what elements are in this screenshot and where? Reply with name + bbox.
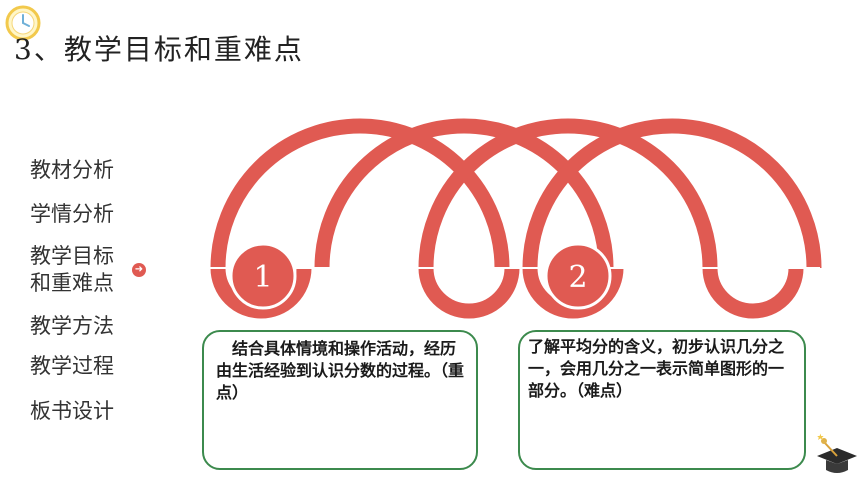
graduation-cap-icon	[817, 433, 857, 473]
arc-2	[314, 118, 614, 269]
nav-item-student-analysis[interactable]: 学情分析	[30, 202, 114, 226]
section-nav: 教材分析 学情分析 教学目标和重难点 ➜ 教学方法 教学过程 板书设计	[0, 0, 200, 484]
goal-text-1: 结合具体情境和操作活动，经历由生活经验到认识分数的过程。（重点）	[216, 339, 465, 402]
loop-right	[702, 267, 804, 319]
nav-item-methods[interactable]: 教学方法	[30, 314, 114, 338]
goal-card-1: 结合具体情境和操作活动，经历由生活经验到认识分数的过程。（重点）	[202, 330, 478, 470]
nav-item-board-design[interactable]: 板书设计	[30, 399, 114, 423]
goal-badge-1: 1	[229, 242, 297, 310]
goal-number-1: 1	[253, 260, 272, 295]
goal-text-2: 了解平均分的含义，初步认识几分之一，会用几分之一表示简单图形的一部分。（难点）	[528, 337, 785, 400]
goal-badge-2: 2	[544, 242, 612, 310]
nav-item-goals[interactable]: 教学目标和重难点	[30, 244, 114, 295]
arrow-right-circle-icon: ➜	[132, 263, 146, 277]
goal-card-2: 了解平均分的含义，初步认识几分之一，会用几分之一表示简单图形的一部分。（难点）	[518, 330, 806, 470]
goal-number-2: 2	[568, 260, 587, 295]
loop-mid-2	[522, 267, 624, 319]
clock-icon	[5, 5, 41, 41]
loop-left	[210, 267, 312, 319]
arc-1	[210, 118, 510, 269]
arc-3	[418, 118, 718, 269]
nav-item-textbook-analysis[interactable]: 教材分析	[30, 158, 114, 182]
loop-mid	[418, 267, 520, 319]
nav-item-process[interactable]: 教学过程	[30, 354, 114, 378]
page-title: 3、教学目标和重难点	[14, 33, 304, 66]
arc-4	[522, 118, 822, 269]
